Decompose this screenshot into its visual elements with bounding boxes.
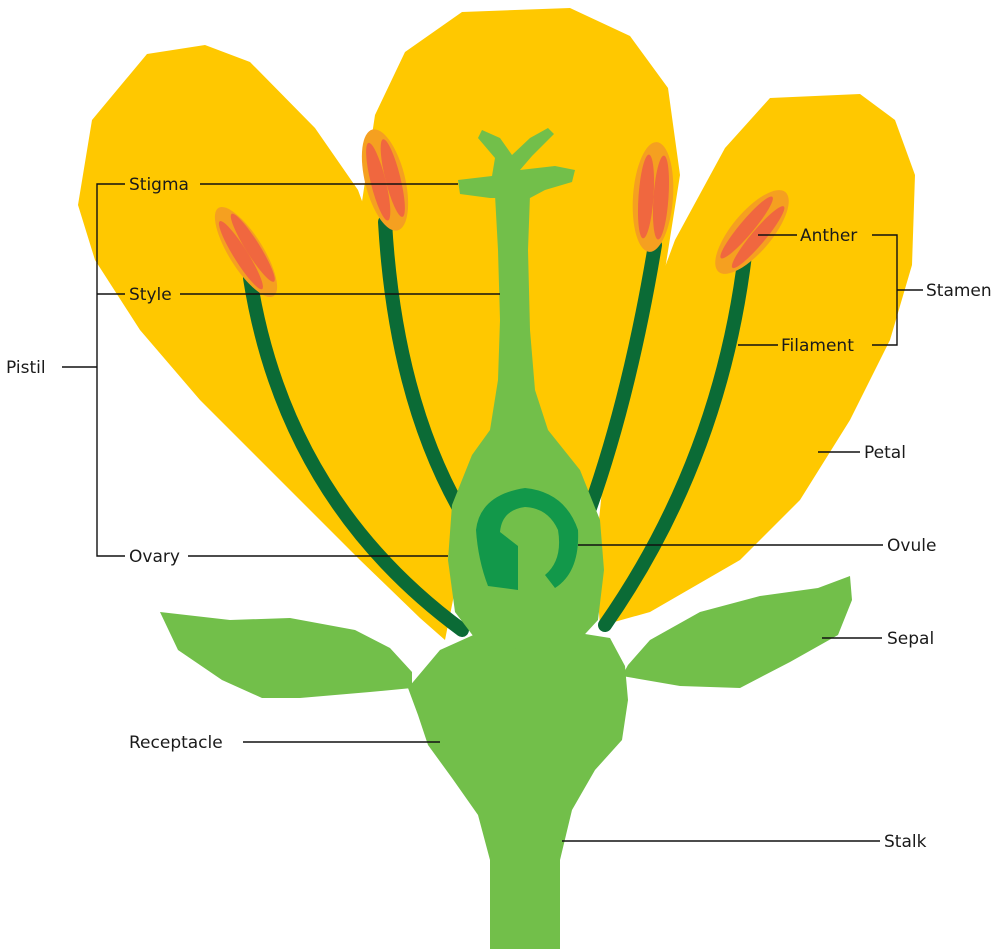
label-stamen: Stamen: [926, 281, 992, 301]
label-anther: Anther: [800, 226, 857, 246]
label-ovary: Ovary: [129, 547, 180, 567]
label-stigma: Stigma: [129, 175, 189, 195]
label-stalk: Stalk: [884, 832, 927, 852]
label-ovule: Ovule: [887, 536, 936, 556]
label-filament: Filament: [781, 336, 854, 356]
sepal-left: [160, 612, 412, 698]
label-pistil: Pistil: [6, 358, 46, 378]
label-petal: Petal: [864, 443, 906, 463]
label-receptacle: Receptacle: [129, 733, 223, 753]
receptacle-shape: [408, 630, 628, 949]
label-sepal: Sepal: [887, 629, 934, 649]
label-style: Style: [129, 285, 172, 305]
